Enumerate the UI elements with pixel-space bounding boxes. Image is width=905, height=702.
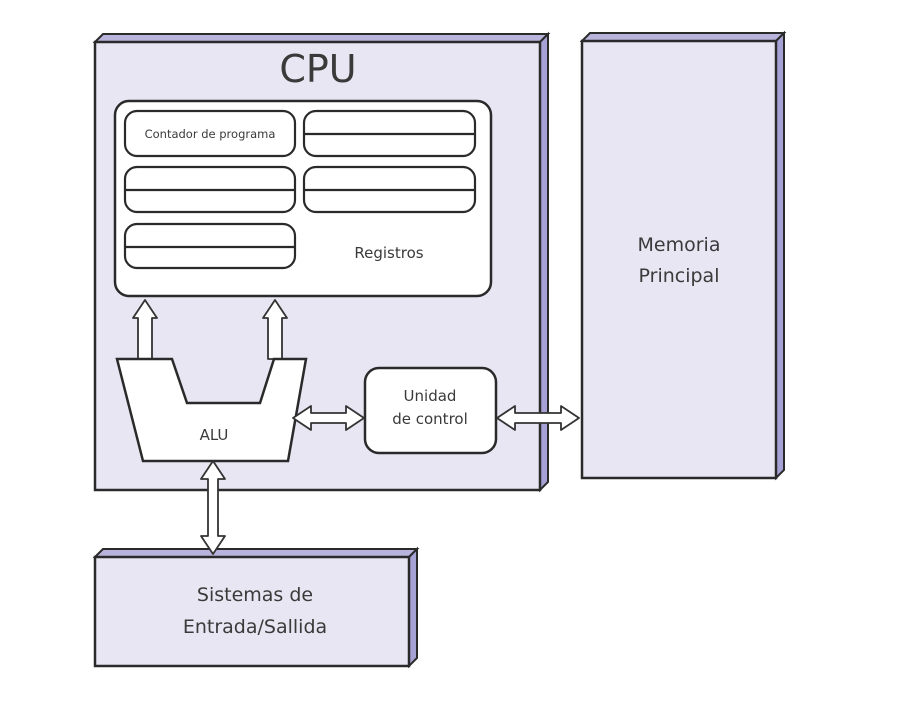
- register-5: [123, 222, 297, 270]
- registers-label: Registros: [354, 244, 423, 262]
- alu-label: ALU: [200, 426, 229, 444]
- register-4: [302, 165, 477, 214]
- arrow-alu-to-registers-right: [262, 299, 288, 360]
- io-label-line2: Entrada/Sallida: [183, 616, 327, 638]
- alu: ALU: [115, 357, 308, 463]
- arrow-alu-io: [200, 460, 226, 555]
- register-3: [123, 165, 297, 214]
- control-unit-box: [363, 366, 498, 455]
- control-unit-label-line1: Unidad: [404, 387, 457, 405]
- register-program-counter: Contador de programa: [123, 109, 297, 158]
- control-unit-label-line2: de control: [392, 410, 468, 428]
- arrow-alu-control-unit: [292, 405, 365, 431]
- program-counter-label: Contador de programa: [145, 127, 276, 141]
- memory-label-line2: Principal: [639, 265, 720, 287]
- memory-box: Memoria Principal: [579, 30, 787, 481]
- io-box-face: [93, 555, 411, 668]
- register-2: [302, 109, 477, 158]
- cpu-label: CPU: [279, 47, 356, 91]
- io-label-line1: Sistemas de: [197, 584, 313, 606]
- io-box: Sistemas de Entrada/Sallida: [92, 546, 420, 669]
- arrow-control-unit-memory: [496, 405, 580, 431]
- arrow-alu-to-registers-left: [132, 299, 158, 360]
- control-unit: Unidad de control: [363, 366, 498, 455]
- alu-shape: [115, 357, 308, 463]
- memory-box-face: [580, 39, 778, 480]
- register-box: [123, 109, 297, 158]
- registers-panel: Contador de programa Registros: [113, 99, 493, 298]
- memory-label-line1: Memoria: [638, 234, 721, 256]
